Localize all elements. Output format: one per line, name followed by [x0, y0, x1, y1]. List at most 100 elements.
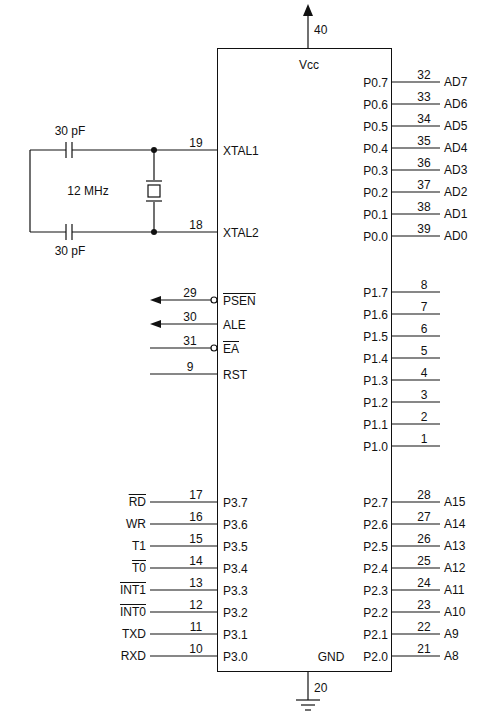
- pin-wire: [392, 611, 440, 612]
- pin-wire: [392, 81, 440, 82]
- signal-name: TXD: [122, 627, 146, 641]
- ground-symbol: [296, 699, 320, 700]
- signal-name: A10: [444, 605, 465, 619]
- crystal-wire: [153, 150, 154, 180]
- pin-number: 38: [417, 200, 430, 214]
- pin-name: P0.3: [363, 164, 388, 178]
- pin-number: 8: [421, 278, 428, 292]
- pin-number: 10: [189, 642, 202, 656]
- pin-number: 34: [417, 112, 430, 126]
- pin-wire: [392, 191, 440, 192]
- pin-number: 27: [417, 510, 430, 524]
- crystal-symbol: [146, 200, 162, 201]
- pin-name: P0.5: [363, 120, 388, 134]
- signal-name: A15: [444, 495, 465, 509]
- pin-wire: [150, 373, 217, 374]
- pin-name: P1.5: [363, 330, 388, 344]
- output-arrow: [150, 320, 161, 328]
- signal-name: A13: [444, 539, 465, 553]
- pin-number: 2: [421, 410, 428, 424]
- ground-symbol: [305, 709, 311, 710]
- pin-number: 1: [421, 432, 428, 446]
- pin-wire: [392, 125, 440, 126]
- pin-name: XTAL2: [223, 226, 259, 240]
- pin-name: P0.0: [363, 230, 388, 244]
- signal-name: A12: [444, 561, 465, 575]
- pin-name: P3.0: [223, 650, 248, 664]
- pin-number: 11: [190, 620, 202, 634]
- pin-name: PSEN: [223, 294, 256, 308]
- signal-name: AD0: [444, 229, 467, 243]
- pin-number: 37: [417, 178, 430, 192]
- pin-name: P0.4: [363, 142, 388, 156]
- osc-wire: [29, 150, 30, 232]
- chip-box: VccXTAL1XTAL2PSENALEEARSTP3.7P3.6P3.5P3.…: [217, 48, 392, 672]
- pin-number: 30: [183, 310, 196, 324]
- pin-number: 14: [189, 554, 202, 568]
- pin-wire: [150, 589, 217, 590]
- osc-wire: [72, 231, 154, 232]
- pin-name: P0.6: [363, 98, 388, 112]
- osc-wire: [30, 149, 66, 150]
- pin-name: P1.2: [363, 396, 388, 410]
- pin-wire: [392, 523, 440, 524]
- component-value: 30 pF: [55, 124, 86, 138]
- signal-name: AD7: [444, 75, 467, 89]
- osc-wire: [30, 231, 66, 232]
- pin-name: P1.1: [363, 418, 388, 432]
- vcc-wire: [307, 14, 308, 48]
- pin-number: 3: [421, 388, 428, 402]
- pin-number: 17: [189, 488, 202, 502]
- pin-number: 5: [421, 344, 428, 358]
- pin-name: RST: [223, 368, 247, 382]
- pin-name: P0.2: [363, 186, 388, 200]
- pin-name: EA: [223, 342, 239, 356]
- signal-name: WR: [126, 517, 146, 531]
- pin-number: 32: [417, 68, 430, 82]
- pin-name: ALE: [223, 318, 246, 332]
- pin-number: 16: [189, 510, 202, 524]
- pin-wire: [392, 235, 440, 236]
- pin-wire: [392, 213, 440, 214]
- pin-name: XTAL1: [223, 144, 259, 158]
- pin-name: GND: [318, 650, 345, 664]
- signal-name: A9: [444, 627, 459, 641]
- signal-name: RXD: [121, 649, 146, 663]
- crystal-wire: [153, 202, 154, 232]
- ground-symbol: [301, 704, 315, 705]
- pin-name: P3.7: [223, 496, 248, 510]
- pin-name: P0.7: [363, 76, 388, 90]
- vcc-arrow: [303, 4, 313, 16]
- pin-number: 9: [187, 360, 194, 374]
- pin-wire: [392, 291, 440, 292]
- osc-wire: [72, 149, 154, 150]
- pin-wire: [150, 545, 217, 546]
- pin-wire: [154, 149, 217, 150]
- pin-number: 28: [417, 488, 430, 502]
- signal-name: INT0: [120, 605, 146, 619]
- pin-wire: [392, 589, 440, 590]
- component-value: 30 pF: [55, 244, 86, 258]
- pin-wire: [392, 445, 440, 446]
- pin-number: 35: [417, 134, 430, 148]
- pin-name: P1.3: [363, 374, 388, 388]
- pin-number: 18: [189, 218, 202, 232]
- crystal-symbol: [146, 180, 162, 181]
- pin-wire: [392, 313, 440, 314]
- signal-name: T0: [132, 561, 146, 575]
- pin-wire: [392, 103, 440, 104]
- pin-number: 36: [417, 156, 430, 170]
- signal-name: AD2: [444, 185, 467, 199]
- signal-name: INT1: [120, 583, 146, 597]
- pin-name: P3.3: [223, 584, 248, 598]
- pin-name: P0.1: [363, 208, 388, 222]
- pin-name: Vcc: [299, 58, 319, 72]
- pin-wire: [150, 655, 217, 656]
- pin-wire: [392, 169, 440, 170]
- signal-name: A14: [444, 517, 465, 531]
- pin-number: 4: [421, 366, 428, 380]
- pin-number: 25: [417, 554, 430, 568]
- pin-name: P2.6: [363, 518, 388, 532]
- pin-number: 23: [417, 598, 430, 612]
- pin-wire: [392, 335, 440, 336]
